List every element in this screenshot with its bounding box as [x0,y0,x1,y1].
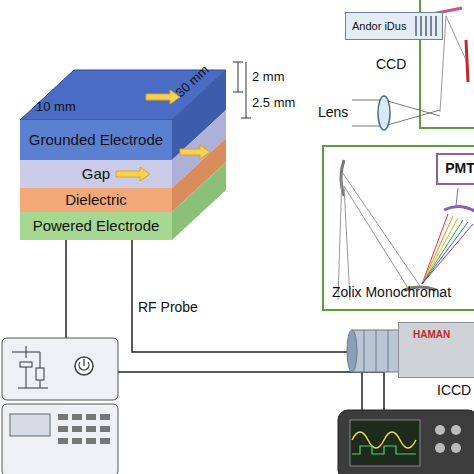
oscilloscope [451,443,461,453]
lens-node: Lens [318,98,402,128]
rf-generator [86,438,96,444]
dimension-line [238,62,239,92]
monochromator-optics [342,172,420,286]
rf-generator [40,380,41,388]
monochromator-optics [422,216,453,284]
iccd-lens [364,330,365,372]
monochromator-optics [338,172,342,300]
iccd-lens [388,330,389,372]
rf-generator [2,338,118,474]
rf-generator [83,359,84,366]
monochromator-optics [444,206,474,212]
rf-generator [100,438,110,444]
dimension-label: 2 mm [252,70,285,84]
monochromator-optics [344,186,350,300]
wire [65,240,67,338]
rf-generator [72,426,82,432]
rf-generator [36,368,44,380]
rf-generator [18,388,48,389]
rf-generator [72,414,82,420]
node-text: ICCD [437,383,471,398]
node-text: Gap [82,166,110,183]
node-text: Lens [318,105,348,120]
light-ray [352,100,440,126]
oscilloscope [350,420,420,466]
rf-generator [58,426,68,432]
monochromator-optics [422,222,468,284]
dimension-label: 10 mm [36,100,76,114]
node-text: Powered Electrode [33,218,160,235]
camera-box: HAMANICCD [398,322,474,378]
monochromator-optics [422,218,458,284]
camera-box: Andor iDusCCD [345,12,443,40]
electrode-layer: Grounded Electrode [20,120,172,160]
gas-flow-arrow [180,145,210,159]
node-text: Zolix Monochromat [332,285,451,300]
dimension-label: 2.5 mm [252,96,295,110]
oscilloscope [338,410,474,474]
rf-generator [86,426,96,432]
monochromator-frame: Zolix Monochromat PMT [322,145,474,311]
lens-symbol [378,96,390,130]
rf-generator [2,338,118,400]
light-ray [384,110,440,126]
node-text: Grounded Electrode [29,132,163,149]
iccd-lens [352,330,400,372]
monochromator-optics [422,224,473,284]
electrode-layer: Powered Electrode [20,212,172,240]
dimension-line [233,92,243,93]
block-side-face [172,162,226,240]
node-text: Dielectric [65,192,127,209]
rf-generator [58,414,68,420]
rf-generator [75,357,93,375]
monochromator-optics [422,220,463,284]
monochromator-optics [344,186,408,288]
wire [132,240,362,410]
iccd-lens [347,330,400,372]
probe-label: RF Probe [138,300,198,315]
dimension-line [233,62,251,118]
node-text: CCD [376,57,406,72]
oscilloscope [435,425,445,435]
rf-generator [72,438,82,444]
rf-generator [26,346,27,358]
dimension-line [233,62,243,63]
node-text: Andor iDus [352,20,406,32]
rf-generator [58,438,68,444]
node-text: HAMAN [413,329,450,340]
rf-generator [86,414,96,420]
iccd-lens [347,330,357,372]
oscilloscope [451,425,461,435]
rf-generator [26,367,27,388]
monochromator-optics [456,188,458,206]
oscilloscope [338,410,474,474]
wire [118,372,384,410]
dimension-line [241,118,251,119]
light-ray [384,100,440,116]
dimension-line [246,62,247,118]
rf-generator [10,414,50,436]
rf-generator [100,426,110,432]
spectrograph-frame [446,16,466,60]
detector-box: PMT [436,153,474,185]
rf-generator [2,404,118,474]
node-text: PMT [445,161,474,176]
rf-generator [40,352,41,368]
rf-generator [100,414,110,420]
rf-generator [20,362,32,367]
lens-symbol [378,96,390,130]
gap-layer: Gap [20,160,172,188]
oscilloscope [435,443,445,453]
dielectric-layer: Dielectric [20,188,172,212]
iccd-lens [376,330,377,372]
spectrograph-frame [466,40,468,82]
oscilloscope [352,446,416,454]
